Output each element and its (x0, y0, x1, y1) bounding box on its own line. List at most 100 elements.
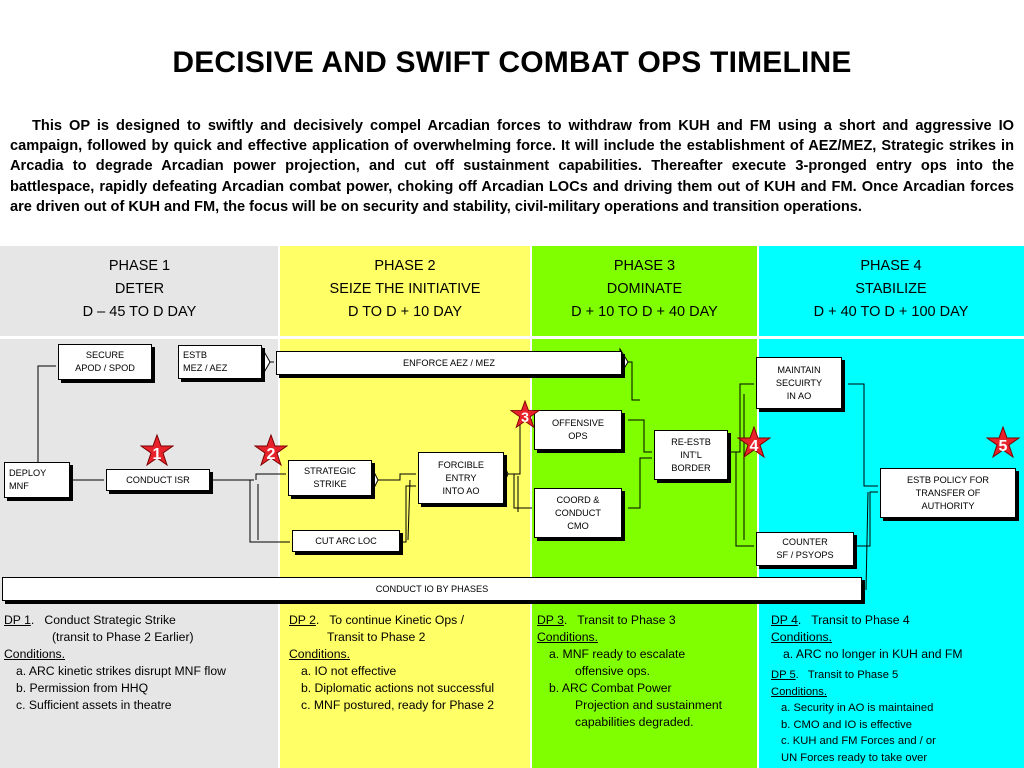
box-line: IN AO (786, 390, 812, 401)
dp-conditions: Conditions. (289, 647, 350, 661)
column-divider (278, 246, 280, 768)
dp-text: Transit to Phase 5 (807, 669, 899, 681)
box-line: RE-ESTB (671, 436, 711, 447)
dp5-block: DP 5. Transit to Phase 5 Conditions. a. … (771, 667, 936, 766)
star-icon: 5 (986, 426, 1020, 459)
deploy-mnf-box: DEPLOY MNF (4, 462, 70, 498)
box-line: CMO (567, 520, 589, 531)
phase-4-title: STABILIZE (855, 281, 927, 297)
box-line: MNF (9, 481, 29, 491)
dp-label: DP 4 (771, 613, 798, 627)
box-line: OFFENSIVE (551, 418, 605, 428)
phase-4-name: PHASE 4 (860, 258, 922, 274)
phase-1-name: PHASE 1 (108, 258, 171, 274)
estb-mez-aez-box: ESTB MEZ / AEZ (178, 345, 262, 379)
phase-2-header: PHASE 2 SEIZE THE INITIATIVE D TO D + 10… (279, 246, 531, 336)
box-line: MEZ / AEZ (183, 363, 228, 373)
box-line: STRATEGIC (304, 466, 356, 476)
secure-apod-spod-box: SECURE APOD / SPOD (58, 344, 152, 380)
dp2-block: DP 2. To continue Kinetic Ops / Transit … (289, 613, 495, 712)
phase-2-column (279, 246, 531, 768)
phase-2-range: D TO D + 10 DAY (347, 304, 463, 320)
box-line: MAINTAIN (777, 364, 821, 375)
dp-condition-item: c. Sufficient assets in theatre (16, 698, 172, 712)
dp-condition-item: a. Security in AO is maintained (781, 702, 934, 714)
box-line: APOD / SPOD (75, 363, 135, 373)
cut-arc-loc-box: CUT ARC LOC (292, 530, 400, 552)
box-line: ENTRY (445, 472, 477, 483)
dp-conditions: Conditions. (537, 630, 598, 644)
box-line: DEPLOY (9, 468, 47, 478)
page-title: DECISIVE AND SWIFT COMBAT OPS TIMELINE (172, 46, 852, 79)
intro-paragraph: This OP is designed to swiftly and decis… (10, 118, 1014, 215)
star-icon: 1 (140, 434, 174, 467)
box-line: FORCIBLE (438, 459, 484, 470)
star-icon: 2 (254, 434, 288, 467)
dp-text: Conduct Strategic Strike (44, 613, 176, 627)
phase-1-column (0, 246, 279, 768)
phase-2-name: PHASE 2 (374, 258, 436, 274)
box-line: INT'L (680, 449, 702, 460)
star-number: 2 (267, 446, 276, 463)
box-line: SECUIRTY (775, 377, 823, 388)
dp-label: DP 2 (289, 613, 316, 627)
box-line: AUTHORITY (921, 500, 975, 511)
dp-condition-item: a. IO not effective (301, 664, 397, 678)
dp-conditions: Conditions. (771, 630, 832, 644)
column-divider (530, 246, 532, 768)
phase-4-range: D + 40 TO D + 100 DAY (813, 304, 969, 320)
conduct-io-by-phases-box: CONDUCT IO BY PHASES (2, 577, 862, 601)
dp-condition-item: c. MNF postured, ready for Phase 2 (301, 698, 495, 712)
dp-conditions: Conditions. (771, 685, 827, 698)
box-line: COUNTER (782, 537, 828, 547)
box-line: ESTB (183, 350, 207, 360)
box-line: SECURE (85, 350, 125, 360)
phase-3-range: D + 10 TO D + 40 DAY (571, 304, 718, 320)
dp-condition-item: b. Diplomatic actions not successful (301, 681, 495, 695)
dp-label: DP 1 (4, 613, 31, 627)
box-line: COORD & (556, 494, 600, 505)
box-line: BORDER (671, 462, 711, 473)
maintain-security-box: MAINTAIN SECUIRTY IN AO (756, 357, 842, 409)
counter-sf-psyops-box: COUNTER SF / PSYOPS (756, 532, 854, 566)
dp-text: Transit to Phase 4 (811, 613, 910, 627)
box-line: TRANSFER OF (915, 487, 981, 498)
dp-condition-item: c. KUH and FM Forces and / or (781, 735, 936, 747)
box-line: SF / PSYOPS (776, 550, 834, 560)
star-icon: 3 (510, 400, 540, 429)
phase-3-header: PHASE 3 DOMINATE D + 10 TO D + 40 DAY (531, 246, 758, 336)
reestb-intl-border-box: RE-ESTB INT'L BORDER (654, 430, 728, 480)
dp-condition-item: a. MNF ready to escalate (549, 647, 686, 661)
phase-3-title: DOMINATE (606, 281, 683, 297)
dp4-block: DP 4. Transit to Phase 4 Conditions. a. … (771, 613, 963, 661)
enforce-aez-mez-box: ENFORCE AEZ / MEZ (276, 351, 622, 375)
dp-sub: (transit to Phase 2 Earlier) (52, 630, 194, 644)
phase-2-title: SEIZE THE INITIATIVE (329, 281, 481, 297)
star-number: 5 (999, 438, 1008, 455)
phase-3-name: PHASE 3 (613, 258, 676, 274)
dp-label: DP 3 (537, 613, 564, 627)
dp-condition-item: UN Forces ready to take over (781, 751, 928, 764)
conduct-isr-box: CONDUCT ISR (106, 469, 210, 491)
box-line: STRIKE (313, 479, 347, 489)
dp-condition-item: capabilities degraded. (575, 715, 694, 729)
dp-condition-item: Projection and sustainment (575, 698, 723, 712)
phase-1-header: PHASE 1 DETER D – 45 TO D DAY (0, 246, 279, 336)
dp-condition-item: b. ARC Combat Power (549, 681, 672, 695)
dp-condition-item: a. ARC kinetic strikes disrupt MNF flow (16, 664, 226, 678)
dp-condition-item: offensive ops. (575, 664, 650, 678)
dp-condition-item: b. CMO and IO is effective (781, 718, 912, 731)
phase-1-title: DETER (114, 281, 165, 297)
strategic-strike-box: STRATEGIC STRIKE (288, 460, 372, 496)
dp3-block: DP 3. Transit to Phase 3 Conditions. a. … (537, 613, 723, 729)
phase-4-header: PHASE 4 STABILIZE D + 40 TO D + 100 DAY (758, 246, 1024, 336)
box-line: OPS (568, 431, 588, 441)
dp-condition-item: b. Permission from HHQ (16, 681, 149, 695)
star-number: 4 (750, 438, 759, 455)
phase-1-range: D – 45 TO D DAY (82, 304, 197, 320)
star-number: 1 (153, 446, 162, 463)
dp-sub: Transit to Phase 2 (327, 630, 426, 644)
dp-label: DP 5 (771, 669, 796, 681)
